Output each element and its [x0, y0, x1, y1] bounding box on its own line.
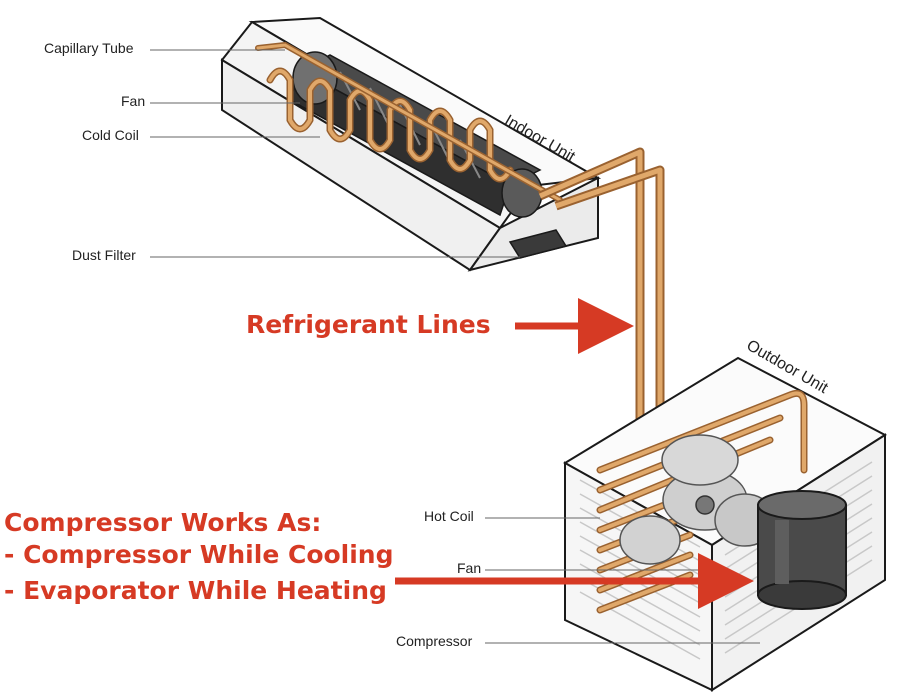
dust-filter: [508, 229, 568, 259]
label-compressor: Compressor: [396, 633, 473, 649]
label-dust-filter: Dust Filter: [72, 247, 136, 263]
annotation-while-heating: - Evaporator While Heating: [4, 576, 387, 605]
label-leader-lines: [150, 49, 760, 644]
label-hot-coil: Hot Coil: [424, 508, 474, 524]
annotation-compressor-works-as: Compressor Works As:: [4, 508, 322, 537]
label-fan-indoor: Fan: [121, 93, 146, 109]
annotation-refrigerant-lines: Refrigerant Lines: [246, 310, 491, 339]
label-capillary-tube: Capillary Tube: [44, 40, 134, 56]
annotation-while-cooling: - Compressor While Cooling: [4, 540, 394, 569]
indoor-unit: [220, 16, 602, 272]
outdoor-unit: [563, 356, 887, 692]
label-fan-outdoor: Fan: [457, 560, 482, 576]
label-cold-coil: Cold Coil: [82, 127, 139, 143]
annotation-arrows: [395, 298, 754, 609]
compressor-unit: [757, 490, 847, 610]
